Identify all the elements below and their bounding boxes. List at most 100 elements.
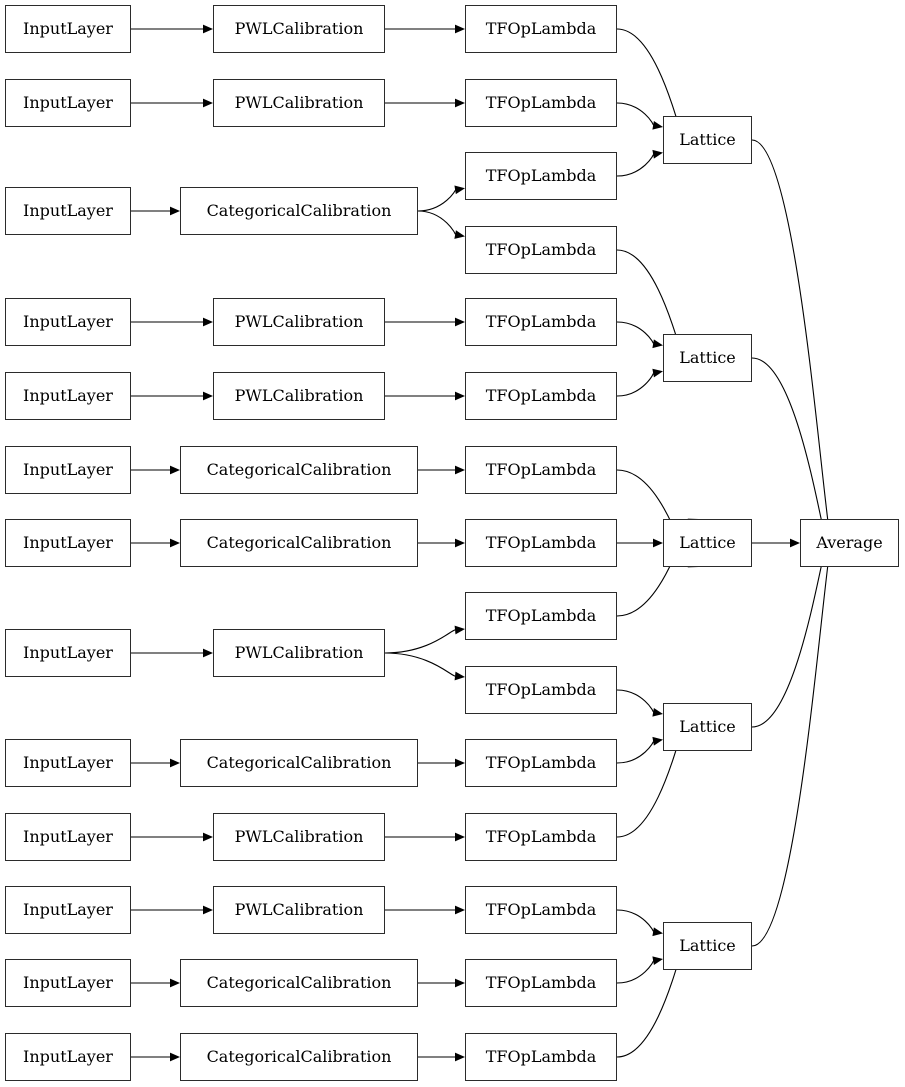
node-label: TFOpLambda <box>485 900 597 919</box>
node-lattice-lat3[interactable]: Lattice <box>663 519 752 567</box>
arrowhead-cal8-to-op8a <box>454 625 465 635</box>
node-pwlcalibration-cal10[interactable]: PWLCalibration <box>213 813 385 861</box>
edge-op4-to-lat2 <box>616 321 654 345</box>
node-inputlayer-in7[interactable]: InputLayer <box>5 519 131 567</box>
node-tfoplambda-op6[interactable]: TFOpLambda <box>465 446 617 494</box>
arrowhead-op11-to-lat5 <box>652 927 663 937</box>
node-tfoplambda-op7[interactable]: TFOpLambda <box>465 519 617 567</box>
node-pwlcalibration-cal5[interactable]: PWLCalibration <box>213 372 385 420</box>
node-inputlayer-in9[interactable]: InputLayer <box>5 739 131 787</box>
node-inputlayer-in12[interactable]: InputLayer <box>5 959 131 1007</box>
node-label: Lattice <box>679 130 736 149</box>
node-pwlcalibration-cal11[interactable]: PWLCalibration <box>213 886 385 934</box>
node-label: TFOpLambda <box>485 240 597 259</box>
node-label: PWLCalibration <box>234 386 364 405</box>
node-categoricalcalibration-cal6[interactable]: CategoricalCalibration <box>180 446 418 494</box>
node-lattice-lat5[interactable]: Lattice <box>663 922 752 970</box>
arrowhead-op8b-to-lat4 <box>652 707 663 717</box>
node-lattice-lat2[interactable]: Lattice <box>663 334 752 382</box>
node-tfoplambda-op10[interactable]: TFOpLambda <box>465 813 617 861</box>
node-tfoplambda-op1[interactable]: TFOpLambda <box>465 5 617 53</box>
node-pwlcalibration-cal2[interactable]: PWLCalibration <box>213 79 385 127</box>
node-label: CategoricalCalibration <box>206 973 392 992</box>
node-tfoplambda-op5[interactable]: TFOpLambda <box>465 372 617 420</box>
node-tfoplambda-op8b[interactable]: TFOpLambda <box>465 666 617 714</box>
node-pwlcalibration-cal4[interactable]: PWLCalibration <box>213 298 385 346</box>
node-label: PWLCalibration <box>234 643 364 662</box>
node-inputlayer-in10[interactable]: InputLayer <box>5 813 131 861</box>
arrowhead-cal3-to-op3b <box>454 230 465 239</box>
edge-cal8-to-op8b <box>384 652 456 677</box>
node-tfoplambda-op11[interactable]: TFOpLambda <box>465 886 617 934</box>
node-categoricalcalibration-cal12[interactable]: CategoricalCalibration <box>180 959 418 1007</box>
node-label: TFOpLambda <box>485 680 597 699</box>
arrowhead-op5-to-lat2 <box>652 368 663 378</box>
node-label: TFOpLambda <box>485 827 597 846</box>
node-inputlayer-in5[interactable]: InputLayer <box>5 372 131 420</box>
node-tfoplambda-op2[interactable]: TFOpLambda <box>465 79 617 127</box>
node-label: TFOpLambda <box>485 753 597 772</box>
node-label: InputLayer <box>23 753 113 772</box>
node-label: TFOpLambda <box>485 1047 597 1066</box>
node-inputlayer-in1[interactable]: InputLayer <box>5 5 131 53</box>
edge-op9-to-lat4 <box>616 740 654 764</box>
edge-op12-to-lat5 <box>616 960 654 984</box>
node-tfoplambda-op3b[interactable]: TFOpLambda <box>465 226 617 274</box>
node-label: InputLayer <box>23 460 113 479</box>
node-categoricalcalibration-cal3[interactable]: CategoricalCalibration <box>180 187 418 235</box>
arrowhead-cal11-to-op11 <box>455 905 465 915</box>
node-average-avg[interactable]: Average <box>800 519 899 567</box>
node-label: PWLCalibration <box>234 93 364 112</box>
node-tfoplambda-op4[interactable]: TFOpLambda <box>465 298 617 346</box>
node-categoricalcalibration-cal9[interactable]: CategoricalCalibration <box>180 739 418 787</box>
node-inputlayer-in11[interactable]: InputLayer <box>5 886 131 934</box>
node-inputlayer-in6[interactable]: InputLayer <box>5 446 131 494</box>
node-label: InputLayer <box>23 643 113 662</box>
arrowhead-in4-to-cal4 <box>203 317 213 327</box>
node-inputlayer-in3[interactable]: InputLayer <box>5 187 131 235</box>
arrowhead-in6-to-cal6 <box>170 465 180 475</box>
node-lattice-lat4[interactable]: Lattice <box>663 703 752 751</box>
node-label: TFOpLambda <box>485 533 597 552</box>
arrowhead-op7-to-lat3 <box>653 538 663 548</box>
node-label: TFOpLambda <box>485 312 597 331</box>
edge-op8b-to-lat4 <box>616 689 654 713</box>
node-pwlcalibration-cal8[interactable]: PWLCalibration <box>213 629 385 677</box>
edge-lat1-to-avg <box>751 139 835 559</box>
node-label: PWLCalibration <box>234 312 364 331</box>
node-tfoplambda-op13[interactable]: TFOpLambda <box>465 1033 617 1081</box>
node-label: CategoricalCalibration <box>206 201 392 220</box>
node-tfoplambda-op3a[interactable]: TFOpLambda <box>465 152 617 200</box>
arrowhead-cal12-to-op12 <box>455 978 465 988</box>
arrowhead-in13-to-cal13 <box>170 1052 180 1062</box>
node-inputlayer-in2[interactable]: InputLayer <box>5 79 131 127</box>
edge-cal3-to-op3a <box>417 189 456 212</box>
node-label: PWLCalibration <box>234 19 364 38</box>
node-inputlayer-in4[interactable]: InputLayer <box>5 298 131 346</box>
node-tfoplambda-op9[interactable]: TFOpLambda <box>465 739 617 787</box>
node-inputlayer-in13[interactable]: InputLayer <box>5 1033 131 1081</box>
node-label: CategoricalCalibration <box>206 1047 392 1066</box>
arrowhead-cal3-to-op3a <box>454 185 465 195</box>
node-categoricalcalibration-cal7[interactable]: CategoricalCalibration <box>180 519 418 567</box>
node-inputlayer-in8[interactable]: InputLayer <box>5 629 131 677</box>
arrowhead-op2-to-lat1 <box>652 120 663 130</box>
arrowhead-cal1-to-op1 <box>455 24 465 34</box>
node-label: InputLayer <box>23 19 113 38</box>
node-label: CategoricalCalibration <box>206 533 392 552</box>
arrowhead-cal4-to-op4 <box>455 317 465 327</box>
node-tfoplambda-op8a[interactable]: TFOpLambda <box>465 592 617 640</box>
node-label: InputLayer <box>23 93 113 112</box>
arrowhead-in1-to-cal1 <box>203 24 213 34</box>
node-categoricalcalibration-cal13[interactable]: CategoricalCalibration <box>180 1033 418 1081</box>
arrowhead-in3-to-cal3 <box>170 206 180 216</box>
node-label: TFOpLambda <box>485 606 597 625</box>
arrowhead-op3a-to-lat1 <box>652 149 663 159</box>
node-tfoplambda-op12[interactable]: TFOpLambda <box>465 959 617 1007</box>
node-label: CategoricalCalibration <box>206 753 392 772</box>
arrowhead-in7-to-cal7 <box>170 538 180 548</box>
node-lattice-lat1[interactable]: Lattice <box>663 116 752 164</box>
arrowhead-lat3-to-avg <box>790 538 800 548</box>
node-pwlcalibration-cal1[interactable]: PWLCalibration <box>213 5 385 53</box>
